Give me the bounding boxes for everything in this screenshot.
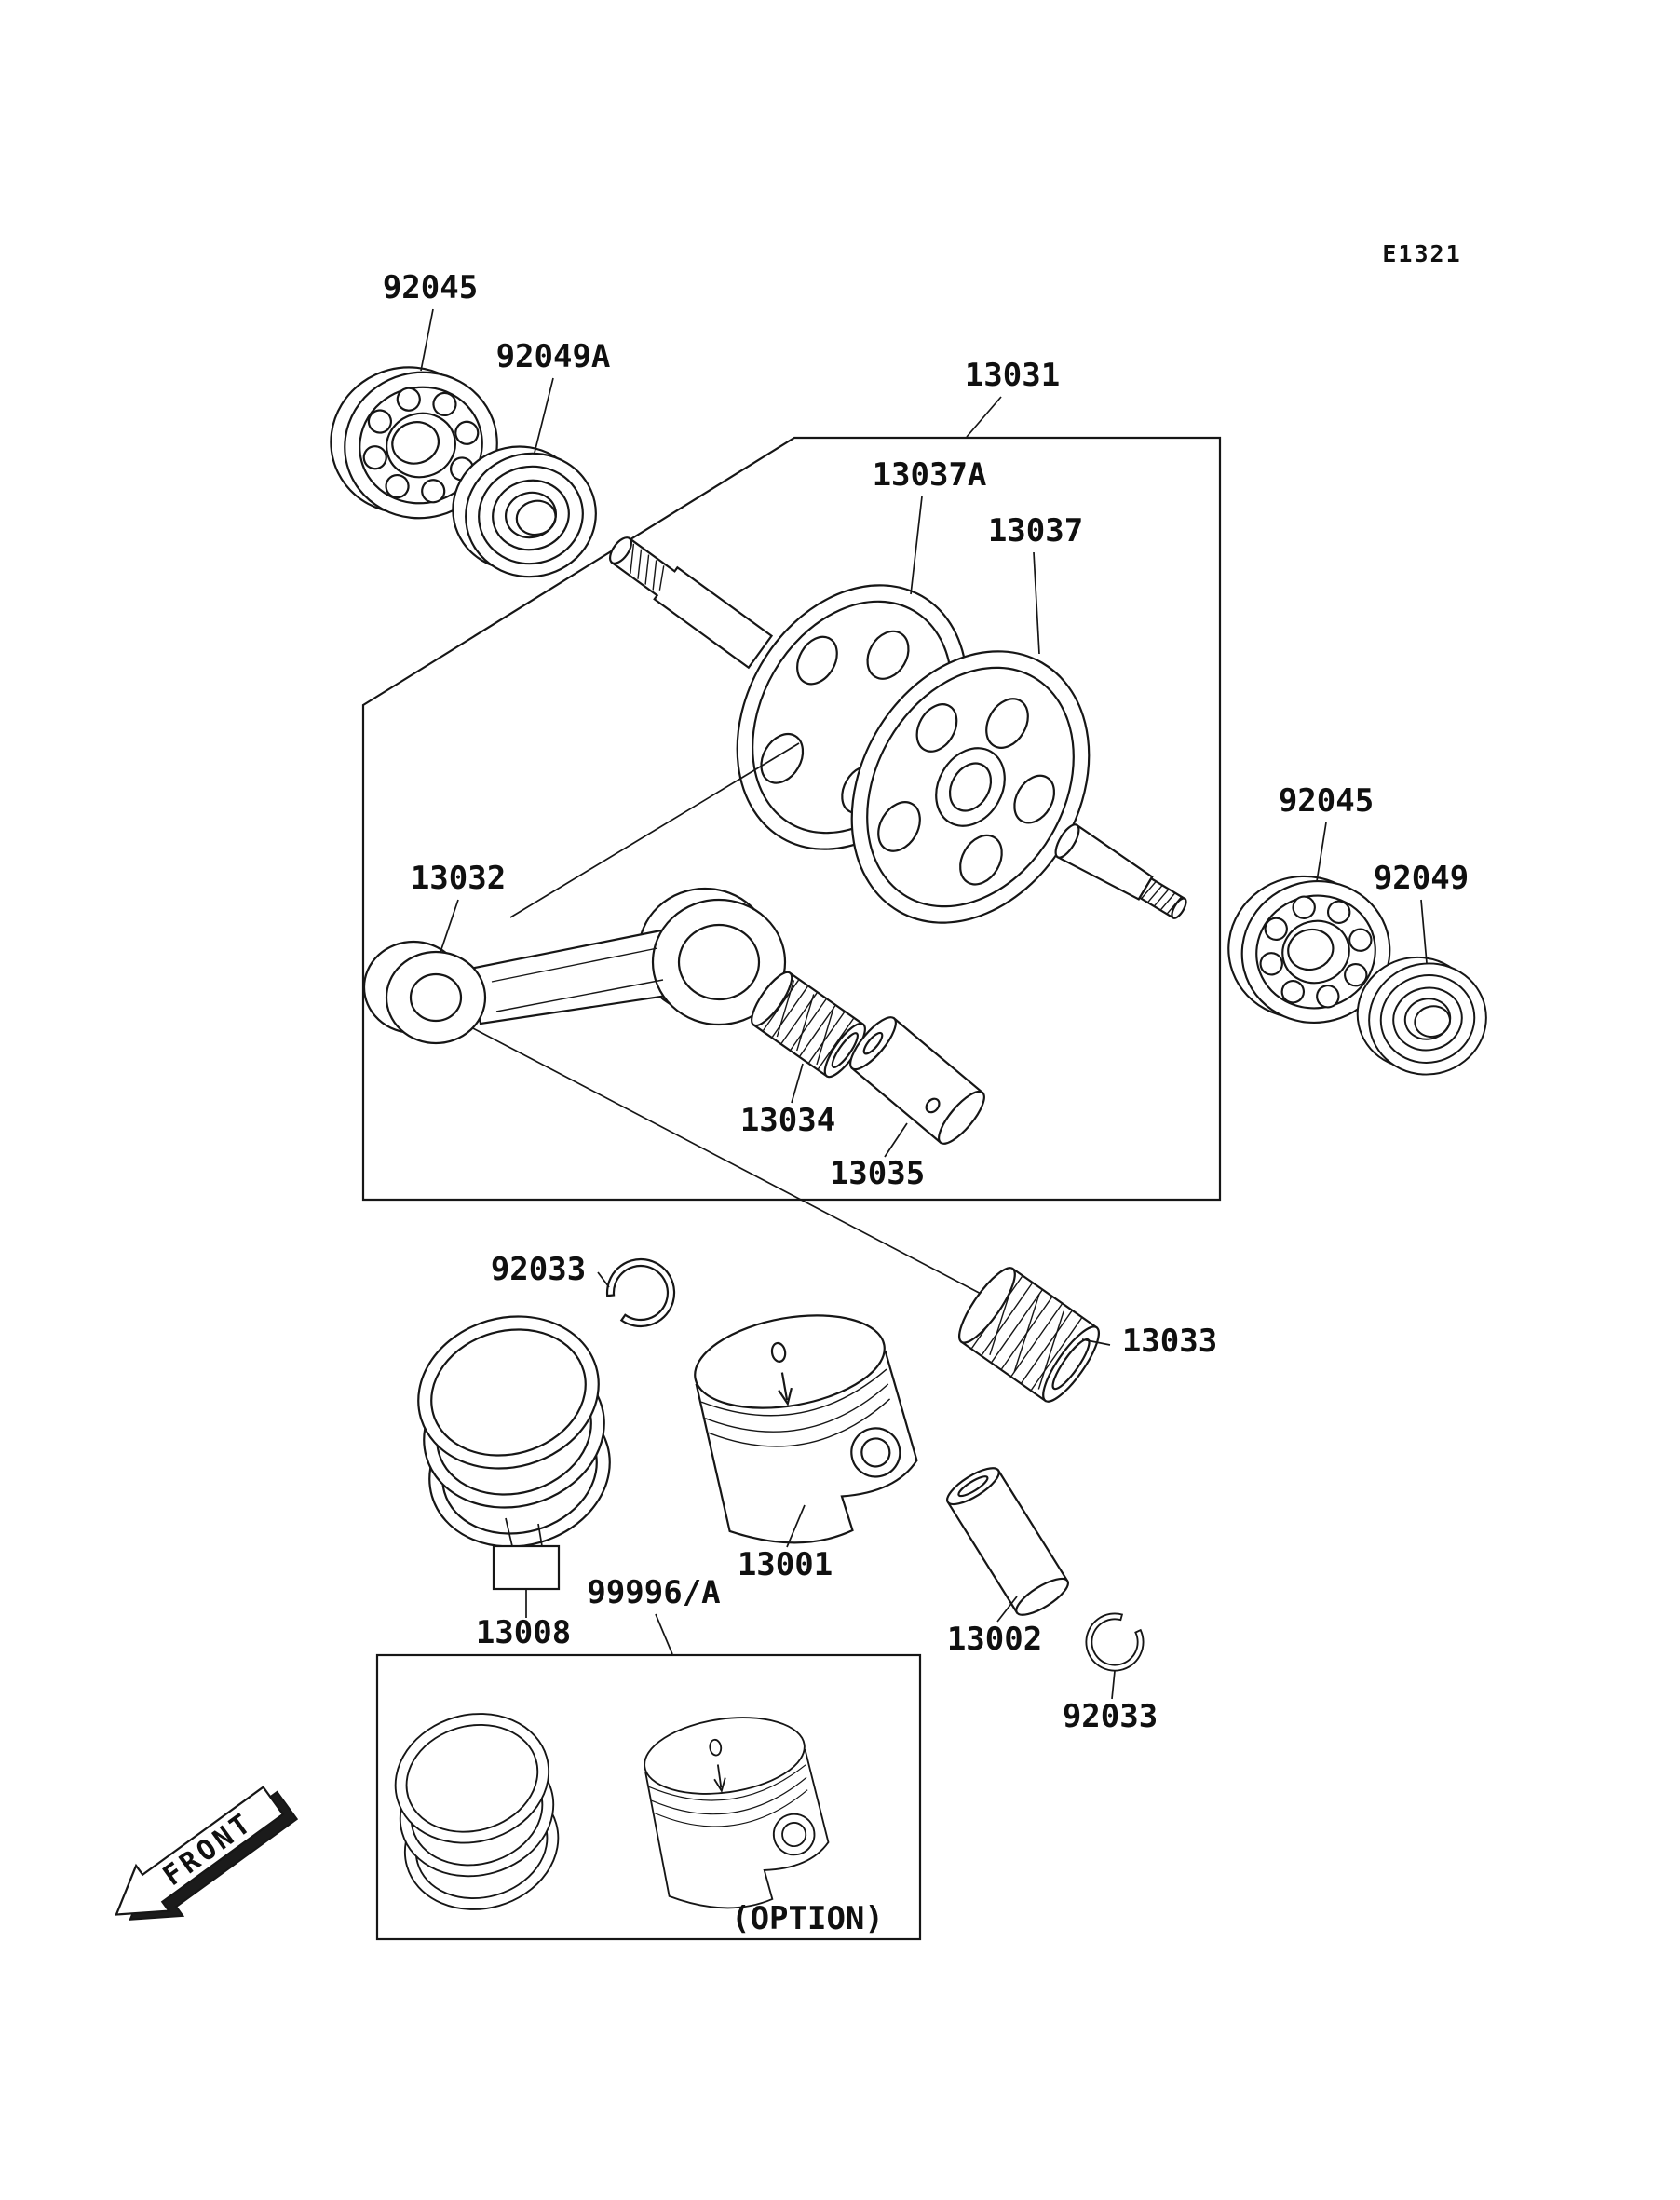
leader-line xyxy=(910,496,923,595)
page-code: E1321 xyxy=(1382,240,1461,267)
part-number-label: 13037 xyxy=(988,512,1083,550)
part-number-label: 13033 xyxy=(1122,1323,1217,1360)
callout-small-end-bearing: 13034 xyxy=(740,1063,835,1139)
leader-line xyxy=(597,1271,610,1288)
callout-bearing-left: 92045 xyxy=(383,269,478,372)
piston-pin-bearing-drawing xyxy=(958,1267,1100,1403)
part-number-label: 13001 xyxy=(738,1546,833,1583)
option-note: (OPTION) xyxy=(731,1900,884,1937)
callout-circlip-lower: 92033 xyxy=(1063,1670,1158,1735)
part-number-label: 13008 xyxy=(476,1614,571,1651)
part-number-label: 13037A xyxy=(873,456,987,494)
assembly-line-rod xyxy=(509,742,800,918)
part-number-label: 13035 xyxy=(830,1155,925,1192)
part-number-label: 13032 xyxy=(411,860,506,897)
leader-line xyxy=(1111,1670,1116,1700)
leader-line xyxy=(884,1122,908,1158)
piston-drawing xyxy=(686,1298,929,1558)
option-ring-set-drawing xyxy=(379,1695,575,1928)
part-number-label: 92045 xyxy=(383,269,478,306)
leader-line xyxy=(1033,551,1040,655)
leader-line xyxy=(1081,1338,1111,1346)
part-number-label: 13034 xyxy=(740,1102,835,1139)
callout-bearing-right: 92045 xyxy=(1279,782,1374,882)
callout-piston-ring-set: 13008 xyxy=(476,1614,571,1651)
part-number-label: 13002 xyxy=(947,1621,1042,1658)
callout-piston-pin: 13002 xyxy=(947,1596,1042,1658)
part-number-label: 92033 xyxy=(491,1251,586,1288)
callout-connecting-rod: 13032 xyxy=(411,860,506,953)
leader-line xyxy=(440,899,459,953)
callout-crank-pin: 13035 xyxy=(830,1122,925,1192)
leader-line xyxy=(791,1063,804,1104)
callout-washer-b: 13037 xyxy=(988,512,1083,655)
leader-line xyxy=(966,396,1002,438)
leader-line xyxy=(1316,822,1327,882)
callout-oil-seal-right: 92049 xyxy=(1374,860,1469,964)
leader-line xyxy=(420,308,434,372)
callout-piston: 13001 xyxy=(738,1504,833,1583)
assembly-line-piston xyxy=(451,1016,1007,1308)
part-number-label: 92049A xyxy=(496,338,611,375)
crankshaft-assembly-box xyxy=(361,436,1222,1202)
leader-line xyxy=(786,1504,806,1548)
crank-pin-drawing xyxy=(849,1016,985,1145)
crankshaft-drawing xyxy=(608,536,1187,924)
callout-crankshaft: 13031 xyxy=(965,357,1060,438)
option-kit-box xyxy=(375,1653,922,1941)
front-direction-marker: FRONT xyxy=(115,1786,299,1921)
circlip-upper-drawing xyxy=(596,1245,688,1338)
leader-line xyxy=(996,1596,1018,1623)
option-piston-drawing xyxy=(638,1705,837,1919)
connecting-rod-drawing xyxy=(362,887,787,1045)
callout-washer-a: 13037A xyxy=(873,456,987,595)
part-number-label: 92045 xyxy=(1279,782,1374,820)
part-number-label: 92049 xyxy=(1374,860,1469,897)
callout-piston-kit: 99996/A xyxy=(587,1574,721,1655)
ring-set-bracket xyxy=(492,1517,561,1618)
part-number-label: 92033 xyxy=(1063,1698,1158,1735)
part-number-label: 99996/A xyxy=(587,1574,720,1611)
circlip-lower-drawing xyxy=(1073,1603,1155,1684)
piston-ring-set-drawing xyxy=(399,1294,630,1569)
leader-line xyxy=(655,1613,673,1655)
callout-piston-pin-bearing: 13033 xyxy=(1081,1323,1217,1360)
callout-oil-seal-left: 92049A xyxy=(496,338,611,454)
piston-pin-drawing xyxy=(946,1467,1069,1616)
small-end-bearing-drawing xyxy=(751,971,866,1079)
leader-line xyxy=(534,377,554,454)
leader-line xyxy=(1420,899,1428,964)
part-number-label: 13031 xyxy=(965,357,1060,394)
callout-circlip-upper: 92033 xyxy=(491,1251,610,1288)
